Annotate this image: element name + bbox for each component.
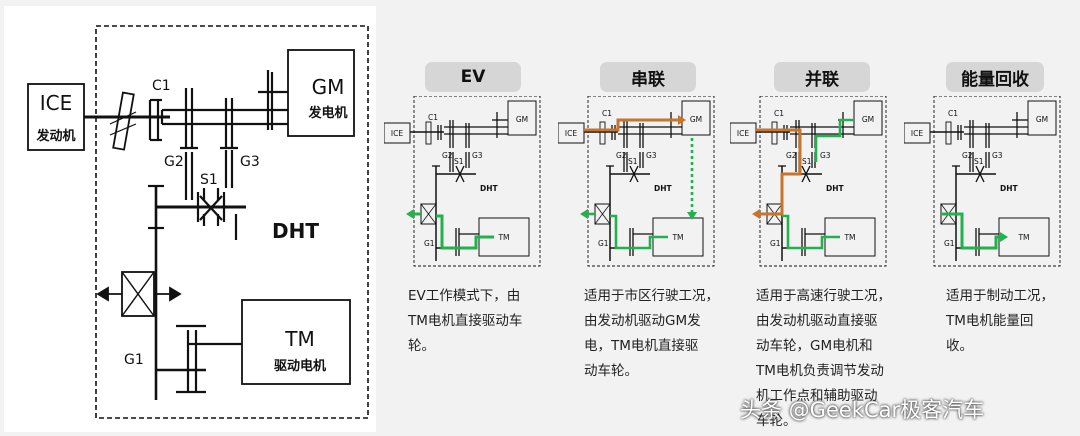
series-wheel-arrow-icon [580, 209, 588, 219]
desc-line: TM电机能量回 [946, 313, 1034, 329]
mini-diagram-ev: ICE GM TM DHT C1 G2 G3 S1 G1 [384, 96, 541, 267]
watermark: 头条 @GeekCar极客汽车 [740, 398, 985, 422]
series-electric-flow [586, 138, 694, 250]
mini-diagram-series: ICE GM TM DHT C1 G2 G3 S1 G1 [558, 96, 715, 267]
mini-ice-label: ICE [737, 129, 749, 138]
mini-tm-label: TM [1017, 233, 1029, 242]
mini-c1-label: C1 [428, 113, 438, 122]
mini-dht-label: DHT [1000, 184, 1019, 193]
mode-title-ev: EV [425, 62, 521, 92]
parallel-engine-flow [756, 128, 802, 216]
desc-line: EV工作模式下，由 [408, 288, 521, 304]
mini-g3-label: G3 [992, 151, 1003, 160]
main-diagram-card [4, 6, 376, 432]
mini-c1-label: C1 [774, 109, 784, 118]
mini-dht-label: DHT [654, 184, 673, 193]
desc-line: 由发动机驱动GM发 [584, 313, 701, 329]
mode-desc-regen: 适用于制动工况， TM电机能量回 收。 [946, 284, 1054, 359]
parallel-electric-flow [782, 118, 854, 250]
dht-label: DHT [272, 219, 319, 243]
mode-title-regen: 能量回收 [946, 62, 1044, 92]
mini-gm-label: GM [516, 115, 528, 124]
mini-dht-label: DHT [480, 184, 499, 193]
tm-label: TM [284, 327, 314, 351]
mini-s1-label: S1 [974, 157, 984, 166]
mini-diagram-regen: ICE GM TM DHT C1 G2 G3 S1 G1 [904, 96, 1061, 267]
desc-line: 动车轮。 [584, 363, 638, 379]
tm-sublabel: 驱动电机 [274, 358, 326, 374]
mini-ice-label: ICE [911, 129, 923, 138]
mini-gm-label: GM [862, 115, 874, 124]
mini-g3-label: G3 [472, 151, 483, 160]
mini-g1-label: G1 [770, 239, 781, 248]
mini-tm-label: TM [671, 233, 683, 242]
desc-line: 适用于制动工况， [946, 288, 1054, 304]
regen-arrow-icon [1000, 232, 1008, 242]
mini-ice-label: ICE [391, 129, 403, 138]
desc-line: TM电机直接驱动车 [408, 313, 523, 329]
mini-g2-label: G2 [786, 151, 797, 160]
desc-line: 车轮。 [756, 413, 797, 429]
mode-title-series: 串联 [600, 62, 696, 92]
mini-c1-label: C1 [948, 109, 958, 118]
g1-label: G1 [124, 352, 144, 368]
mini-g2-label: G2 [616, 151, 627, 160]
mini-g3-label: G3 [646, 151, 657, 160]
mode-desc-parallel: 适用于高速行驶工况， 由发动机驱动直接驱 动车轮，GM电机和 TM电机负责调节发… [756, 284, 891, 434]
c1-label: C1 [152, 78, 171, 94]
mini-g1-label: G1 [944, 239, 955, 248]
gm-label: GM [312, 75, 345, 99]
mode-desc-ev: EV工作模式下，由 TM电机直接驱动车 轮。 [408, 284, 522, 359]
mini-diagram-parallel: ICE GM TM DHT C1 G2 G3 S1 G1 [730, 96, 887, 267]
ice-label: ICE [40, 91, 73, 115]
mode-title-parallel: 并联 [774, 62, 870, 92]
mini-s1-label: S1 [628, 157, 638, 166]
mini-g1-label: G1 [598, 239, 609, 248]
mini-gm-label: GM [690, 115, 702, 124]
desc-line: 动车轮，GM电机和 [756, 338, 873, 354]
desc-line: 适用于市区行驶工况， [584, 288, 719, 304]
main-dht-diagram: ICE 发动机 GM 发电机 TM 驱动电机 DHT C1 G2 G3 S1 G… [27, 25, 369, 419]
series-engine-arrow-icon [678, 115, 686, 125]
mini-s1-label: S1 [454, 157, 464, 166]
g3-label: G3 [240, 154, 260, 170]
s1-label: S1 [200, 172, 218, 188]
desc-line: 适用于高速行驶工况， [756, 288, 891, 304]
mini-tm-label: TM [497, 233, 509, 242]
ev-arrow-icon [406, 209, 414, 219]
mini-s1-label: S1 [802, 157, 812, 166]
mini-g1-label: G1 [424, 239, 435, 248]
mini-ice-label: ICE [565, 129, 577, 138]
series-dashed-arrow-icon [687, 212, 697, 220]
mode-desc-series: 适用于市区行驶工况， 由发动机驱动GM发 电，TM电机直接驱 动车轮。 [584, 284, 719, 384]
g2-label: G2 [164, 154, 184, 170]
mini-c1-label: C1 [602, 109, 612, 118]
desc-line: 机工作点和辅助驱动 [756, 388, 878, 404]
gm-sublabel: 发电机 [307, 105, 347, 121]
desc-line: 轮。 [408, 338, 435, 354]
mini-g2-label: G2 [962, 151, 973, 160]
mini-g3-label: G3 [820, 151, 831, 160]
desc-line: 收。 [946, 338, 973, 354]
desc-line: TM电机负责调节发动 [756, 363, 884, 379]
desc-line: 由发动机驱动直接驱 [756, 313, 878, 329]
series-engine-flow [584, 118, 682, 132]
mini-dht-label: DHT [826, 184, 845, 193]
mini-tm-label: TM [843, 233, 855, 242]
mini-gm-label: GM [1036, 115, 1048, 124]
parallel-wheel-arrow-icon [752, 209, 760, 219]
desc-line: 电，TM电机直接驱 [584, 338, 699, 354]
mini-g2-label: G2 [442, 151, 453, 160]
regen-energy-flow [942, 212, 1002, 250]
ice-sublabel: 发动机 [35, 128, 75, 144]
